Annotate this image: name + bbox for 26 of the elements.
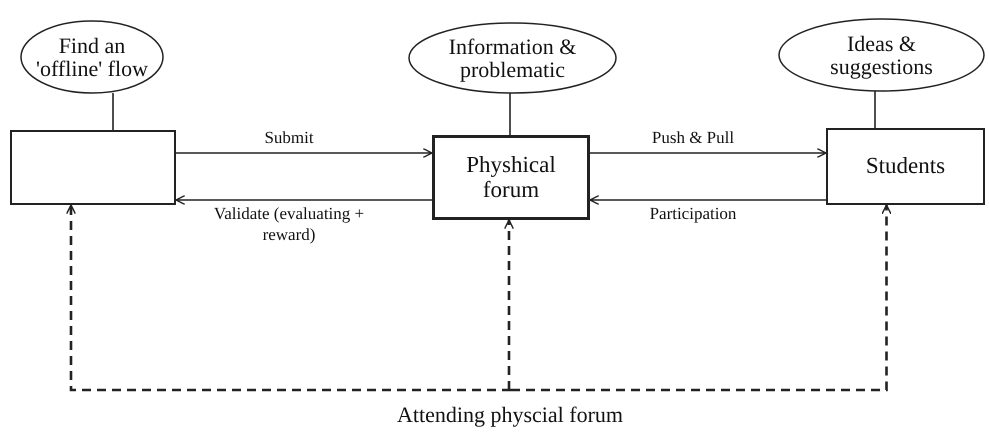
ellipse-node [778,18,985,92]
arrow [176,148,433,158]
process-box [10,130,176,205]
arrow [175,194,432,206]
node-label: Physhical forum [465,153,557,202]
node-label: Information & problematic [448,34,578,82]
ellipse-node [408,22,617,94]
node-label: Find an 'offline' flow [35,34,149,80]
dashed-arrow [504,219,514,390]
connector-line [509,93,511,135]
edge-label: Submit [263,127,315,148]
dashed-arrow [511,204,892,392]
connector-line [112,93,114,130]
process-box [432,135,590,220]
arrow [589,194,826,206]
node-label: Students [866,154,946,179]
dashed-arrow [66,204,511,392]
edge-label: Validate (evaluating + reward) [212,203,366,246]
ellipse-node [20,20,164,94]
edge-label: Push & Pull [650,127,736,148]
node-label: Ideas & suggestions [829,32,934,78]
arrow [590,148,827,158]
edge-label: Participation [648,203,738,224]
caption-text: Attending physcial forum [396,401,624,428]
process-box [826,128,985,205]
connector-line [874,91,876,128]
